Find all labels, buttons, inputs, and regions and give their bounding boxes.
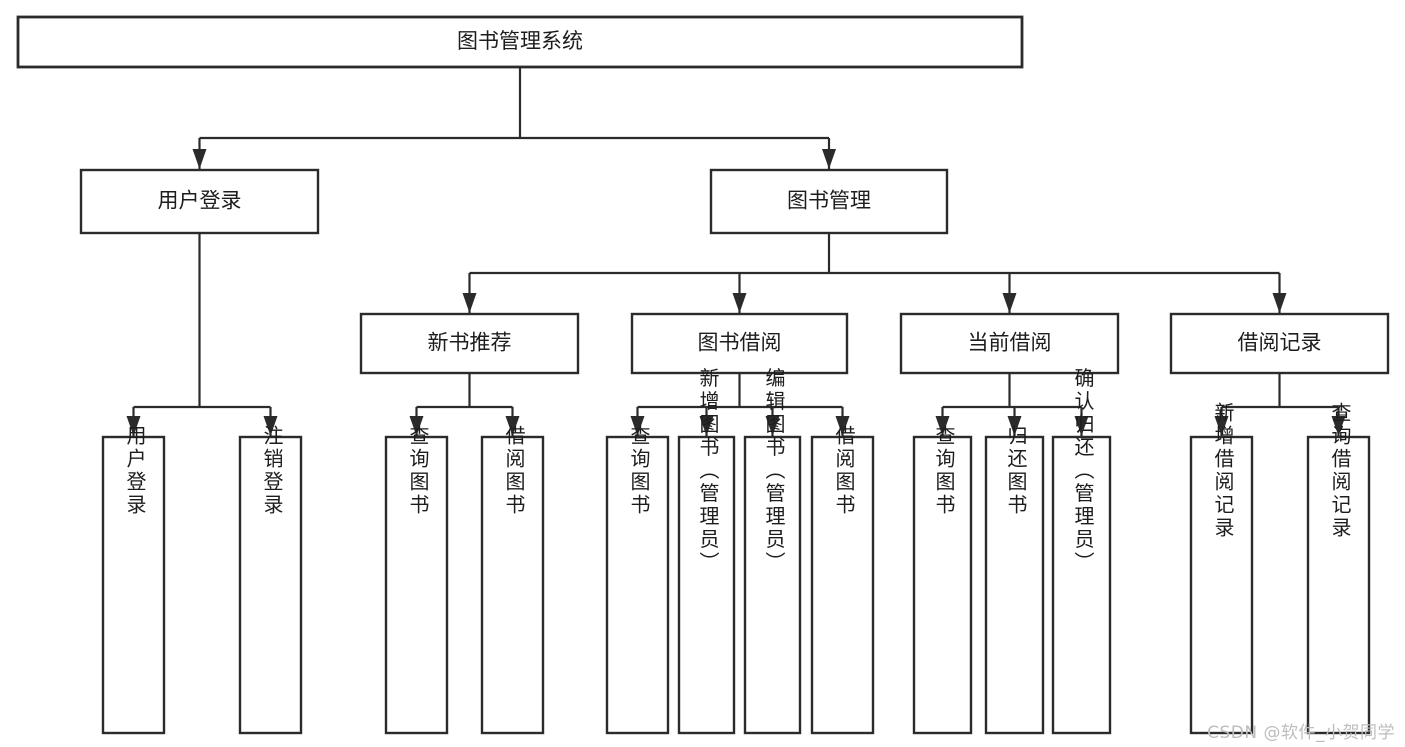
node-book-borrow-box[interactable] [630, 312, 849, 375]
node-user-login[interactable]: 用户登录 [79, 168, 320, 235]
connector-layer [126, 67, 1346, 436]
grp-current-borrow-arrow-0 [935, 416, 950, 436]
node-leaf-logout-label: 注销登录 [260, 425, 284, 517]
node-leaf-edit-book[interactable]: 编辑图书（管理员） [743, 367, 802, 735]
node-leaf-logout-box[interactable] [238, 435, 303, 735]
node-leaf-confirm-return[interactable]: 确认归还（管理员） [1051, 367, 1112, 735]
grp-book-borrow-arrow-3 [835, 416, 850, 436]
node-leaf-add-book-box[interactable] [677, 435, 736, 735]
node-new-book-recommend-box[interactable] [359, 312, 580, 375]
node-leaf-borrow-book-2[interactable]: 借阅图书 [810, 425, 875, 735]
node-leaf-query-book-2[interactable]: 查询图书 [605, 425, 670, 735]
node-leaf-query-record-label: 查询借阅记录 [1328, 402, 1352, 540]
node-leaf-add-book[interactable]: 新增图书（管理员） [677, 367, 736, 735]
node-borrow-record[interactable]: 借阅记录 [1169, 312, 1390, 375]
node-leaf-return-book[interactable]: 归还图书 [984, 425, 1045, 735]
node-new-book-recommend-label: 新书推荐 [428, 331, 512, 355]
grp-user-login-arrow-0 [126, 416, 141, 436]
node-leaf-return-book-label: 归还图书 [1004, 425, 1028, 517]
bookmgmt-arrow-3 [1272, 293, 1287, 313]
root-arrow-1 [822, 149, 836, 169]
node-new-book-recommend[interactable]: 新书推荐 [359, 312, 580, 375]
grp-new-book-recommend-arrow-1 [505, 416, 520, 436]
grp-borrow-record-arrow-1 [1331, 416, 1346, 436]
node-leaf-return-book-box[interactable] [984, 435, 1045, 735]
node-borrow-record-box[interactable] [1169, 312, 1390, 375]
node-leaf-query-book-3[interactable]: 查询图书 [912, 425, 973, 735]
node-leaf-edit-book-label: 编辑图书（管理员） [762, 367, 786, 574]
node-leaf-query-book-2-label: 查询图书 [627, 425, 651, 517]
node-leaf-user-login[interactable]: 用户登录 [101, 425, 166, 735]
node-book-borrow-label: 图书借阅 [698, 331, 782, 355]
grp-new-book-recommend-arrow-0 [409, 416, 424, 436]
node-leaf-confirm-return-label: 确认归还（管理员） [1071, 367, 1095, 574]
node-leaf-query-book-1-box[interactable] [384, 435, 449, 735]
node-leaf-query-book-2-box[interactable] [605, 435, 670, 735]
node-leaf-borrow-book-2-label: 借阅图书 [832, 425, 856, 517]
root-node[interactable]: 图书管理系统 [16, 15, 1024, 69]
grp-book-borrow-arrow-2 [765, 416, 780, 436]
grp-book-borrow-arrow-0 [630, 416, 645, 436]
grp-book-borrow-arrow-1 [699, 416, 714, 436]
node-leaf-edit-book-box[interactable] [743, 435, 802, 735]
node-leaf-query-record-box[interactable] [1306, 435, 1371, 735]
grp-user-login-arrow-1 [263, 416, 278, 436]
node-leaf-user-login-label: 用户登录 [123, 425, 147, 517]
node-book-management-label: 图书管理 [787, 189, 871, 213]
node-current-borrow[interactable]: 当前借阅 [899, 312, 1120, 375]
node-borrow-record-label: 借阅记录 [1238, 331, 1322, 355]
node-user-login-label: 用户登录 [158, 189, 242, 213]
csdn-watermark: CSDN @软件_小贺同学 [1207, 723, 1395, 743]
node-leaf-borrow-book-2-box[interactable] [810, 435, 875, 735]
node-leaf-query-book-1-label: 查询图书 [406, 425, 430, 517]
root-node-box[interactable] [16, 15, 1024, 69]
node-leaf-confirm-return-box[interactable] [1051, 435, 1112, 735]
node-leaf-add-record-box[interactable] [1189, 435, 1254, 735]
bookmgmt-arrow-0 [462, 293, 477, 313]
node-leaf-borrow-book-1[interactable]: 借阅图书 [480, 425, 545, 735]
node-leaf-borrow-book-1-box[interactable] [480, 435, 545, 735]
node-user-login-box[interactable] [79, 168, 320, 235]
node-current-borrow-box[interactable] [899, 312, 1120, 375]
node-leaf-add-record[interactable]: 新增借阅记录 [1189, 402, 1254, 735]
node-leaf-add-record-label: 新增借阅记录 [1211, 402, 1235, 540]
node-leaf-query-book-1[interactable]: 查询图书 [384, 425, 449, 735]
node-leaf-add-book-label: 新增图书（管理员） [696, 367, 720, 574]
node-leaf-logout[interactable]: 注销登录 [238, 425, 303, 735]
node-leaf-query-book-3-label: 查询图书 [932, 425, 956, 517]
grp-current-borrow-arrow-1 [1007, 416, 1022, 436]
node-current-borrow-label: 当前借阅 [968, 331, 1052, 355]
bookmgmt-arrow-1 [732, 293, 747, 313]
root-node-label: 图书管理系统 [457, 29, 583, 53]
node-book-management[interactable]: 图书管理 [709, 168, 949, 235]
node-leaf-query-record[interactable]: 查询借阅记录 [1306, 402, 1371, 735]
node-book-management-box[interactable] [709, 168, 949, 235]
node-leaf-borrow-book-1-label: 借阅图书 [502, 425, 526, 517]
bookmgmt-arrow-2 [1002, 293, 1017, 313]
root-arrow-0 [192, 149, 207, 169]
node-leaf-query-book-3-box[interactable] [912, 435, 973, 735]
node-book-borrow[interactable]: 图书借阅 [630, 312, 849, 375]
node-layer: 图书管理系统用户登录图书管理新书推荐图书借阅当前借阅借阅记录用户登录注销登录查询… [16, 15, 1390, 735]
grp-current-borrow-arrow-2 [1074, 416, 1089, 436]
node-leaf-user-login-box[interactable] [101, 435, 166, 735]
grp-borrow-record-arrow-0 [1214, 416, 1229, 436]
